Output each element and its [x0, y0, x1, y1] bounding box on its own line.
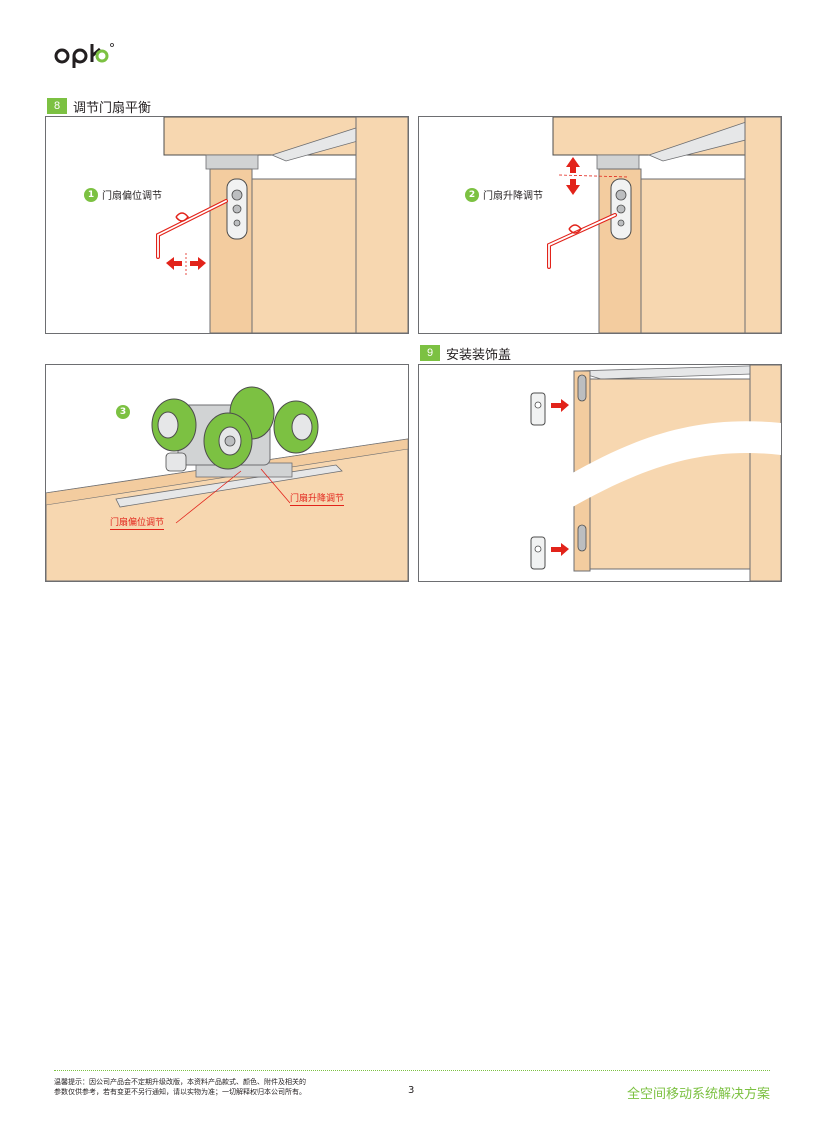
door-lift-illustration	[547, 117, 781, 333]
figure-panel-install-cover	[418, 364, 782, 582]
callout-number-badge: 2	[465, 187, 479, 202]
figure-panel-offset-adjust: 1 门扇偏位调节	[45, 116, 409, 334]
opk-logo	[54, 43, 114, 68]
step-number-badge: 9	[420, 345, 440, 361]
figure-panel-lift-adjust: 2 门扇升降调节	[418, 116, 782, 334]
callout-number-badge: 3	[116, 405, 130, 419]
footer-divider	[54, 1070, 770, 1071]
page-number: 3	[408, 1085, 415, 1096]
step-title: 调节门扇平衡	[73, 100, 152, 116]
figure-panel-roller-carriage: 3 门扇升降调节 门扇偏位调节	[45, 364, 409, 582]
cover-install-illustration	[530, 365, 781, 581]
step-9-heading: 9 安装装饰盖	[420, 344, 512, 363]
footer-disclaimer-line: 温馨提示：因公司产品会不定期升级改版，本资料产品款式、颜色、附件及相关的	[54, 1078, 306, 1086]
step-8-heading: 8 调节门扇平衡	[47, 97, 152, 116]
callout-label: 门扇升降调节	[483, 191, 543, 202]
footer-tagline: 全空间移动系统解决方案	[626, 1087, 770, 1102]
step-number-badge: 8	[47, 98, 67, 114]
callout-offset-adjust: 1 门扇偏位调节	[84, 187, 162, 202]
label-offset-adjust: 门扇偏位调节	[110, 515, 165, 530]
callout-label: 门扇偏位调节	[102, 191, 162, 202]
door-offset-illustration	[156, 117, 408, 333]
roller-carriage-illustration	[46, 386, 408, 581]
footer-disclaimer-line: 参数仅供参考，若有变更不另行通知，请以实物为准；一切解释权归本公司所有。	[54, 1088, 306, 1096]
callout-number-badge: 1	[84, 187, 98, 202]
label-lift-adjust: 门扇升降调节	[290, 491, 345, 506]
footer-disclaimer: 温馨提示：因公司产品会不定期升级改版，本资料产品款式、颜色、附件及相关的 参数仅…	[54, 1077, 354, 1097]
callout-roller: 3	[116, 405, 134, 419]
callout-lift-adjust: 2 门扇升降调节	[465, 187, 543, 202]
step-title: 安装装饰盖	[446, 347, 512, 363]
